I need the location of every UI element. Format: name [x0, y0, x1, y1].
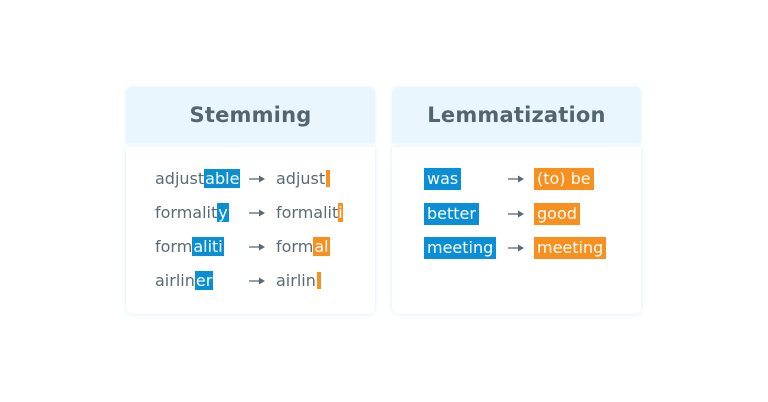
- stemming-source-word: formaliti: [155, 236, 224, 258]
- right-arrow-icon: [508, 168, 526, 190]
- lemmatization-row: meeting meeting: [424, 237, 624, 259]
- lemmatization-row: better good: [424, 203, 624, 225]
- stemming-row: adjustable adjust: [155, 168, 355, 190]
- lemma-target-word: meeting: [534, 237, 607, 259]
- stemming-target-word: formaliti: [276, 202, 343, 224]
- stemming-card-header: Stemming: [126, 87, 375, 143]
- source-stem: airlin: [155, 271, 195, 290]
- stemming-target-word: formal: [276, 236, 330, 258]
- lemma-source-word: was: [424, 168, 462, 190]
- lemmatization-card-header: Lemmatization: [392, 87, 641, 143]
- lemmatization-card-body: was (to) be better good meeting meeting: [392, 147, 641, 314]
- stemming-card: Stemming adjustable adjust formality for…: [126, 87, 375, 315]
- lemma-target-word: good: [534, 203, 580, 225]
- lemmatization-card: Lemmatization was (to) be better good me…: [392, 87, 641, 315]
- lemma-target-word: (to) be: [534, 168, 594, 190]
- lemma-source-word: better: [424, 203, 479, 225]
- lemma-source-word: meeting: [424, 237, 497, 259]
- stemming-row: airliner airlin: [155, 270, 355, 292]
- stemming-title: Stemming: [189, 103, 312, 127]
- target-suffix-highlight: i: [338, 203, 343, 222]
- right-arrow-icon: [508, 203, 526, 225]
- target-stem: airlin: [276, 271, 316, 290]
- right-arrow-icon: [249, 270, 267, 292]
- stemming-source-word: formality: [155, 202, 229, 224]
- stemming-target-word: adjust: [276, 168, 331, 190]
- stemming-source-word: adjustable: [155, 168, 241, 190]
- source-stem: form: [155, 237, 193, 256]
- target-stem: adjust: [276, 169, 326, 188]
- stemming-card-body: adjustable adjust formality formaliti fo…: [126, 147, 375, 314]
- target-suffix-marker: [326, 170, 331, 187]
- stemming-source-word: airliner: [155, 270, 214, 292]
- target-stem: form: [276, 237, 314, 256]
- right-arrow-icon: [249, 236, 267, 258]
- right-arrow-icon: [508, 237, 526, 259]
- stemming-target-word: airlin: [276, 270, 321, 292]
- stemming-row: formality formaliti: [155, 202, 355, 224]
- source-stem: adjust: [155, 169, 205, 188]
- source-suffix-highlight: aliti: [192, 237, 224, 256]
- source-stem: formalit: [155, 203, 218, 222]
- right-arrow-icon: [249, 168, 267, 190]
- stemming-row: formaliti formal: [155, 236, 355, 258]
- lemmatization-row: was (to) be: [424, 168, 624, 190]
- source-suffix-highlight: er: [194, 271, 214, 290]
- target-suffix-marker: [316, 272, 321, 289]
- source-suffix-highlight: y: [217, 203, 229, 222]
- lemmatization-title: Lemmatization: [427, 103, 606, 127]
- target-stem: formalit: [276, 203, 339, 222]
- target-suffix-highlight: al: [313, 237, 330, 256]
- right-arrow-icon: [249, 202, 267, 224]
- source-suffix-highlight: able: [204, 169, 241, 188]
